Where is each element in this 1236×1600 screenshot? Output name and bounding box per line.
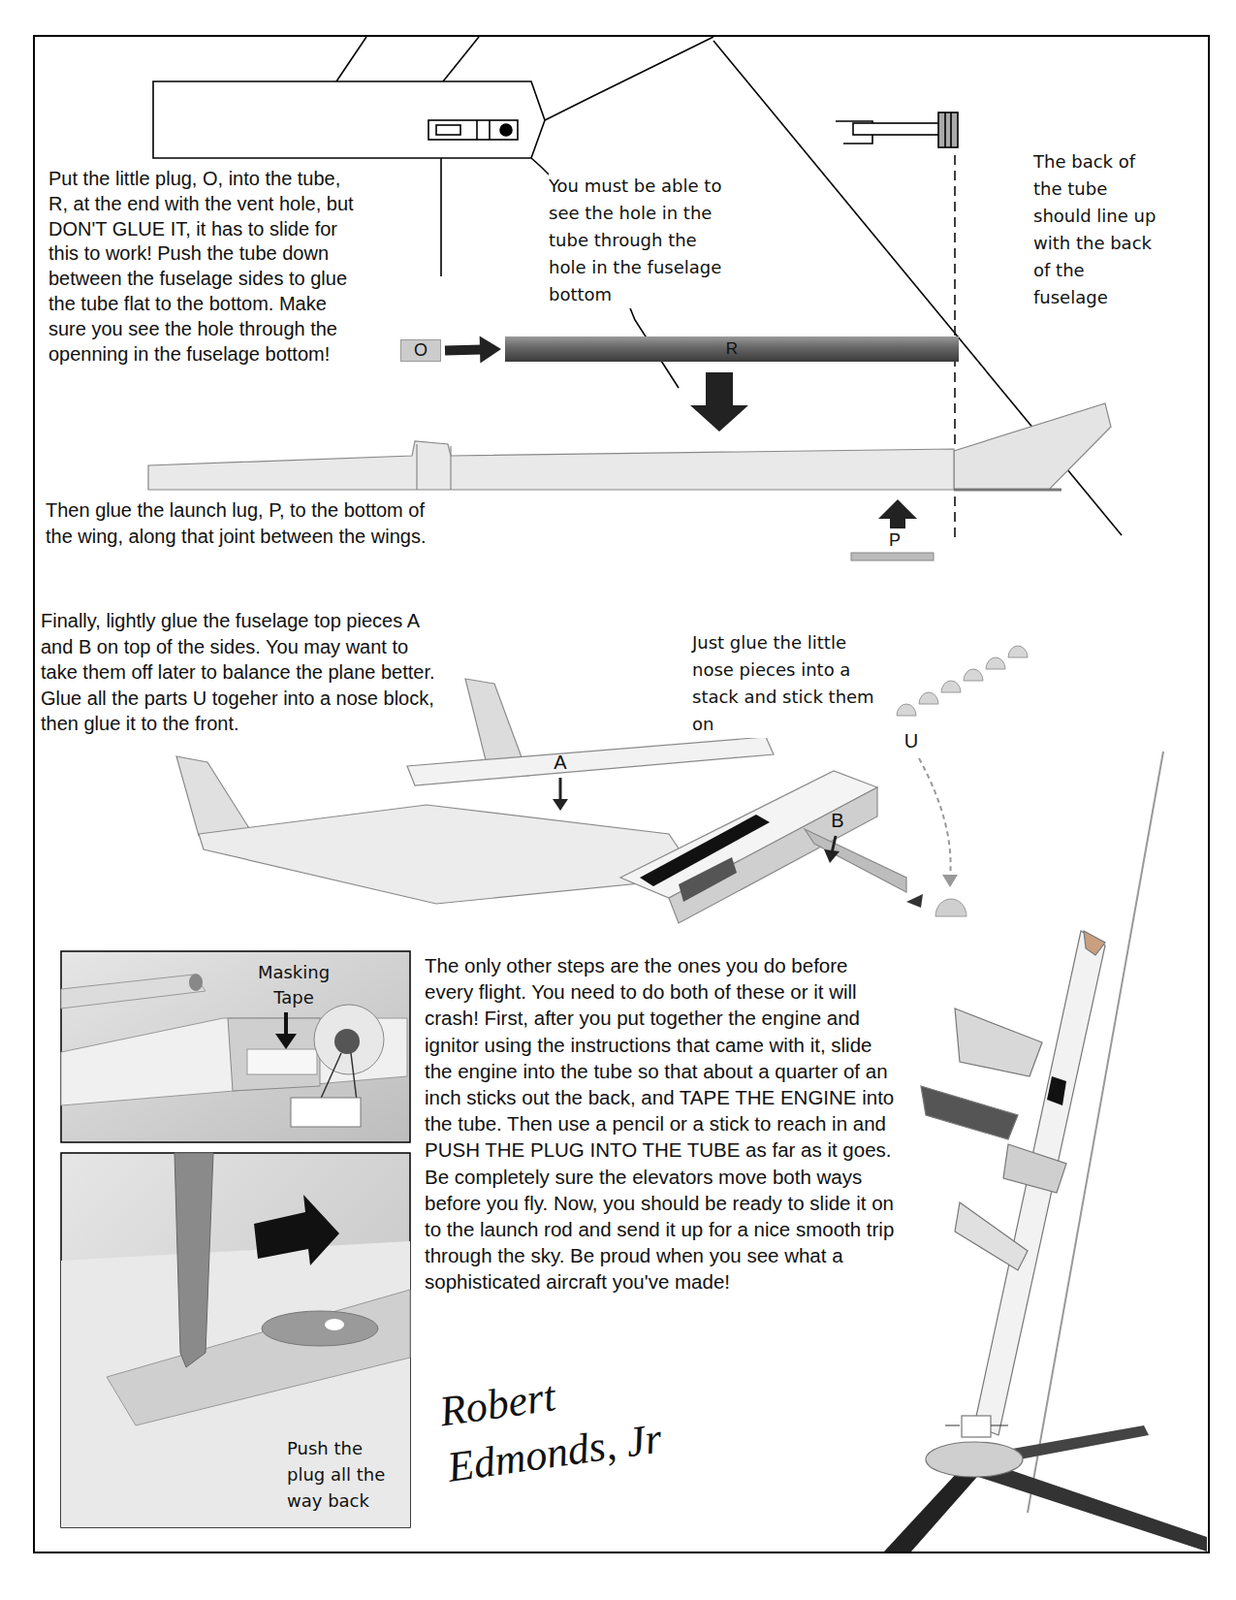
nose-pieces-path [985, 657, 1006, 669]
plug-photo-polygon [106, 1289, 411, 1426]
tube-part: R [505, 336, 959, 362]
engine-photo-line [284, 1012, 288, 1036]
placement-arrow [878, 499, 918, 529]
fuselage-top-view-line [475, 120, 478, 140]
engine-photo [61, 950, 411, 1142]
plane-illustration-polygon [407, 736, 774, 786]
fuselage-side-view-line [953, 488, 1062, 492]
launcher-illustration-polygon [1003, 1143, 1067, 1193]
plug-photo-ellipse [324, 1318, 345, 1331]
fuselage-side-view-polygon [148, 441, 954, 490]
launcher-illustration-ellipse [925, 1441, 1023, 1477]
launcher-illustration-rect [961, 1415, 991, 1437]
note-text: Just glue the little nose pieces into a … [692, 629, 887, 738]
launcher-illustration-polygon [920, 1085, 1018, 1140]
fuselage-top-view-line [336, 36, 367, 82]
engine-photo-rect [61, 950, 411, 1142]
arrow-shaft [444, 345, 482, 356]
engine-photo-polygon [61, 974, 206, 1009]
instruction-text: The only other steps are the ones you do… [424, 951, 902, 1296]
fuselage-side-view-line [449, 445, 451, 490]
instruction-text: Then glue the launch lug, P, to the bott… [45, 497, 444, 550]
plane-illustration-polygon [176, 756, 254, 836]
fuselage-top-view-path [544, 36, 714, 121]
note-text: The back of the tube should line up with… [1033, 148, 1158, 312]
launcher-illustration-polygon [954, 1008, 1043, 1077]
launcher-illustration-polygon [1046, 1076, 1067, 1106]
plane-illustration-polygon [678, 856, 737, 902]
pointer-head [824, 849, 840, 863]
part-letter: O [413, 340, 428, 361]
nose-pieces [896, 645, 1028, 716]
part-letter: R [726, 339, 738, 359]
engine-photo-polygon [227, 1017, 320, 1091]
nose-arrow [942, 874, 958, 888]
fuselage-top-view-line [440, 158, 443, 277]
plug-photo-polygon [61, 1240, 411, 1527]
nose-path [919, 758, 951, 878]
nose-pieces-path [963, 668, 983, 681]
plug-photo-rect [61, 1152, 411, 1527]
fuselage-top-view-rect [428, 120, 518, 140]
plug-photo-polygon [253, 1194, 340, 1266]
instruction-text: Finally, lightly glue the fuselage top p… [40, 607, 439, 737]
fuselage-top-view-line [443, 36, 479, 82]
part-letter: A [548, 750, 572, 774]
fuselage-side-view-polygon [953, 403, 1111, 490]
pointer-line [559, 777, 563, 801]
engine-photo-circle [334, 1028, 360, 1054]
launcher-illustration-polygon [974, 930, 1106, 1435]
part-box: O [400, 339, 442, 362]
plug-photo-polygon [174, 1152, 214, 1367]
engine-photo-rect [247, 1048, 317, 1075]
fuselage-side-view-line [415, 443, 417, 490]
fuselage-top-view-path [153, 81, 545, 159]
fuselage-top-view-line [488, 120, 491, 140]
photo-caption: Push the plug all the way back [286, 1434, 406, 1514]
signature: Robert Edmonds, Jr [436, 1346, 721, 1496]
arrow-head [479, 336, 502, 364]
nose-arrow [906, 893, 923, 908]
placement-arrow [690, 372, 749, 432]
part-letter: P [884, 529, 906, 551]
pointer-head [552, 798, 569, 811]
block-arrow [444, 336, 502, 364]
launcher-illustration-polygon [1083, 930, 1106, 955]
page-frame [33, 35, 1209, 1553]
launch-lug [851, 552, 934, 561]
part-letter: U [899, 728, 923, 753]
engine-photo-rect [290, 1097, 361, 1127]
plane-illustration-polygon [198, 804, 698, 904]
instruction-text: Put the little plug, O, into the tube, R… [48, 166, 359, 367]
fuselage-top-view-circle [500, 124, 512, 136]
plug-photo [61, 1152, 411, 1527]
launcher-illustration-path [945, 1424, 1009, 1426]
fuselage-top-view-line [944, 112, 947, 148]
nose-block [935, 898, 967, 917]
engine-photo-polygon [275, 1033, 297, 1049]
fuselage-top-view-rect [853, 123, 941, 135]
part-letter: B [825, 808, 850, 832]
note-text: You must be able to see the hole in the … [548, 172, 738, 309]
launcher-illustration [884, 751, 1207, 1552]
nose-pieces-path [896, 703, 917, 716]
engine-photo-path [319, 1052, 357, 1101]
fuselage-side-view [148, 403, 1111, 490]
fuselage-top-view-line [950, 112, 952, 148]
plug-photo-ellipse [261, 1310, 379, 1346]
photo-caption: Masking Tape [247, 959, 341, 1011]
nose-pieces-path [1008, 645, 1028, 658]
fuselage-top-view-rect [938, 112, 958, 148]
fuselage-top-view-rect [436, 125, 461, 135]
launcher-illustration-polygon [954, 1202, 1028, 1270]
nose-pieces-path [941, 680, 961, 693]
engine-photo-circle [314, 1004, 384, 1075]
plane-illustration-polygon [804, 828, 907, 892]
nose-pieces-path [919, 692, 939, 704]
engine-photo-ellipse [189, 973, 203, 991]
